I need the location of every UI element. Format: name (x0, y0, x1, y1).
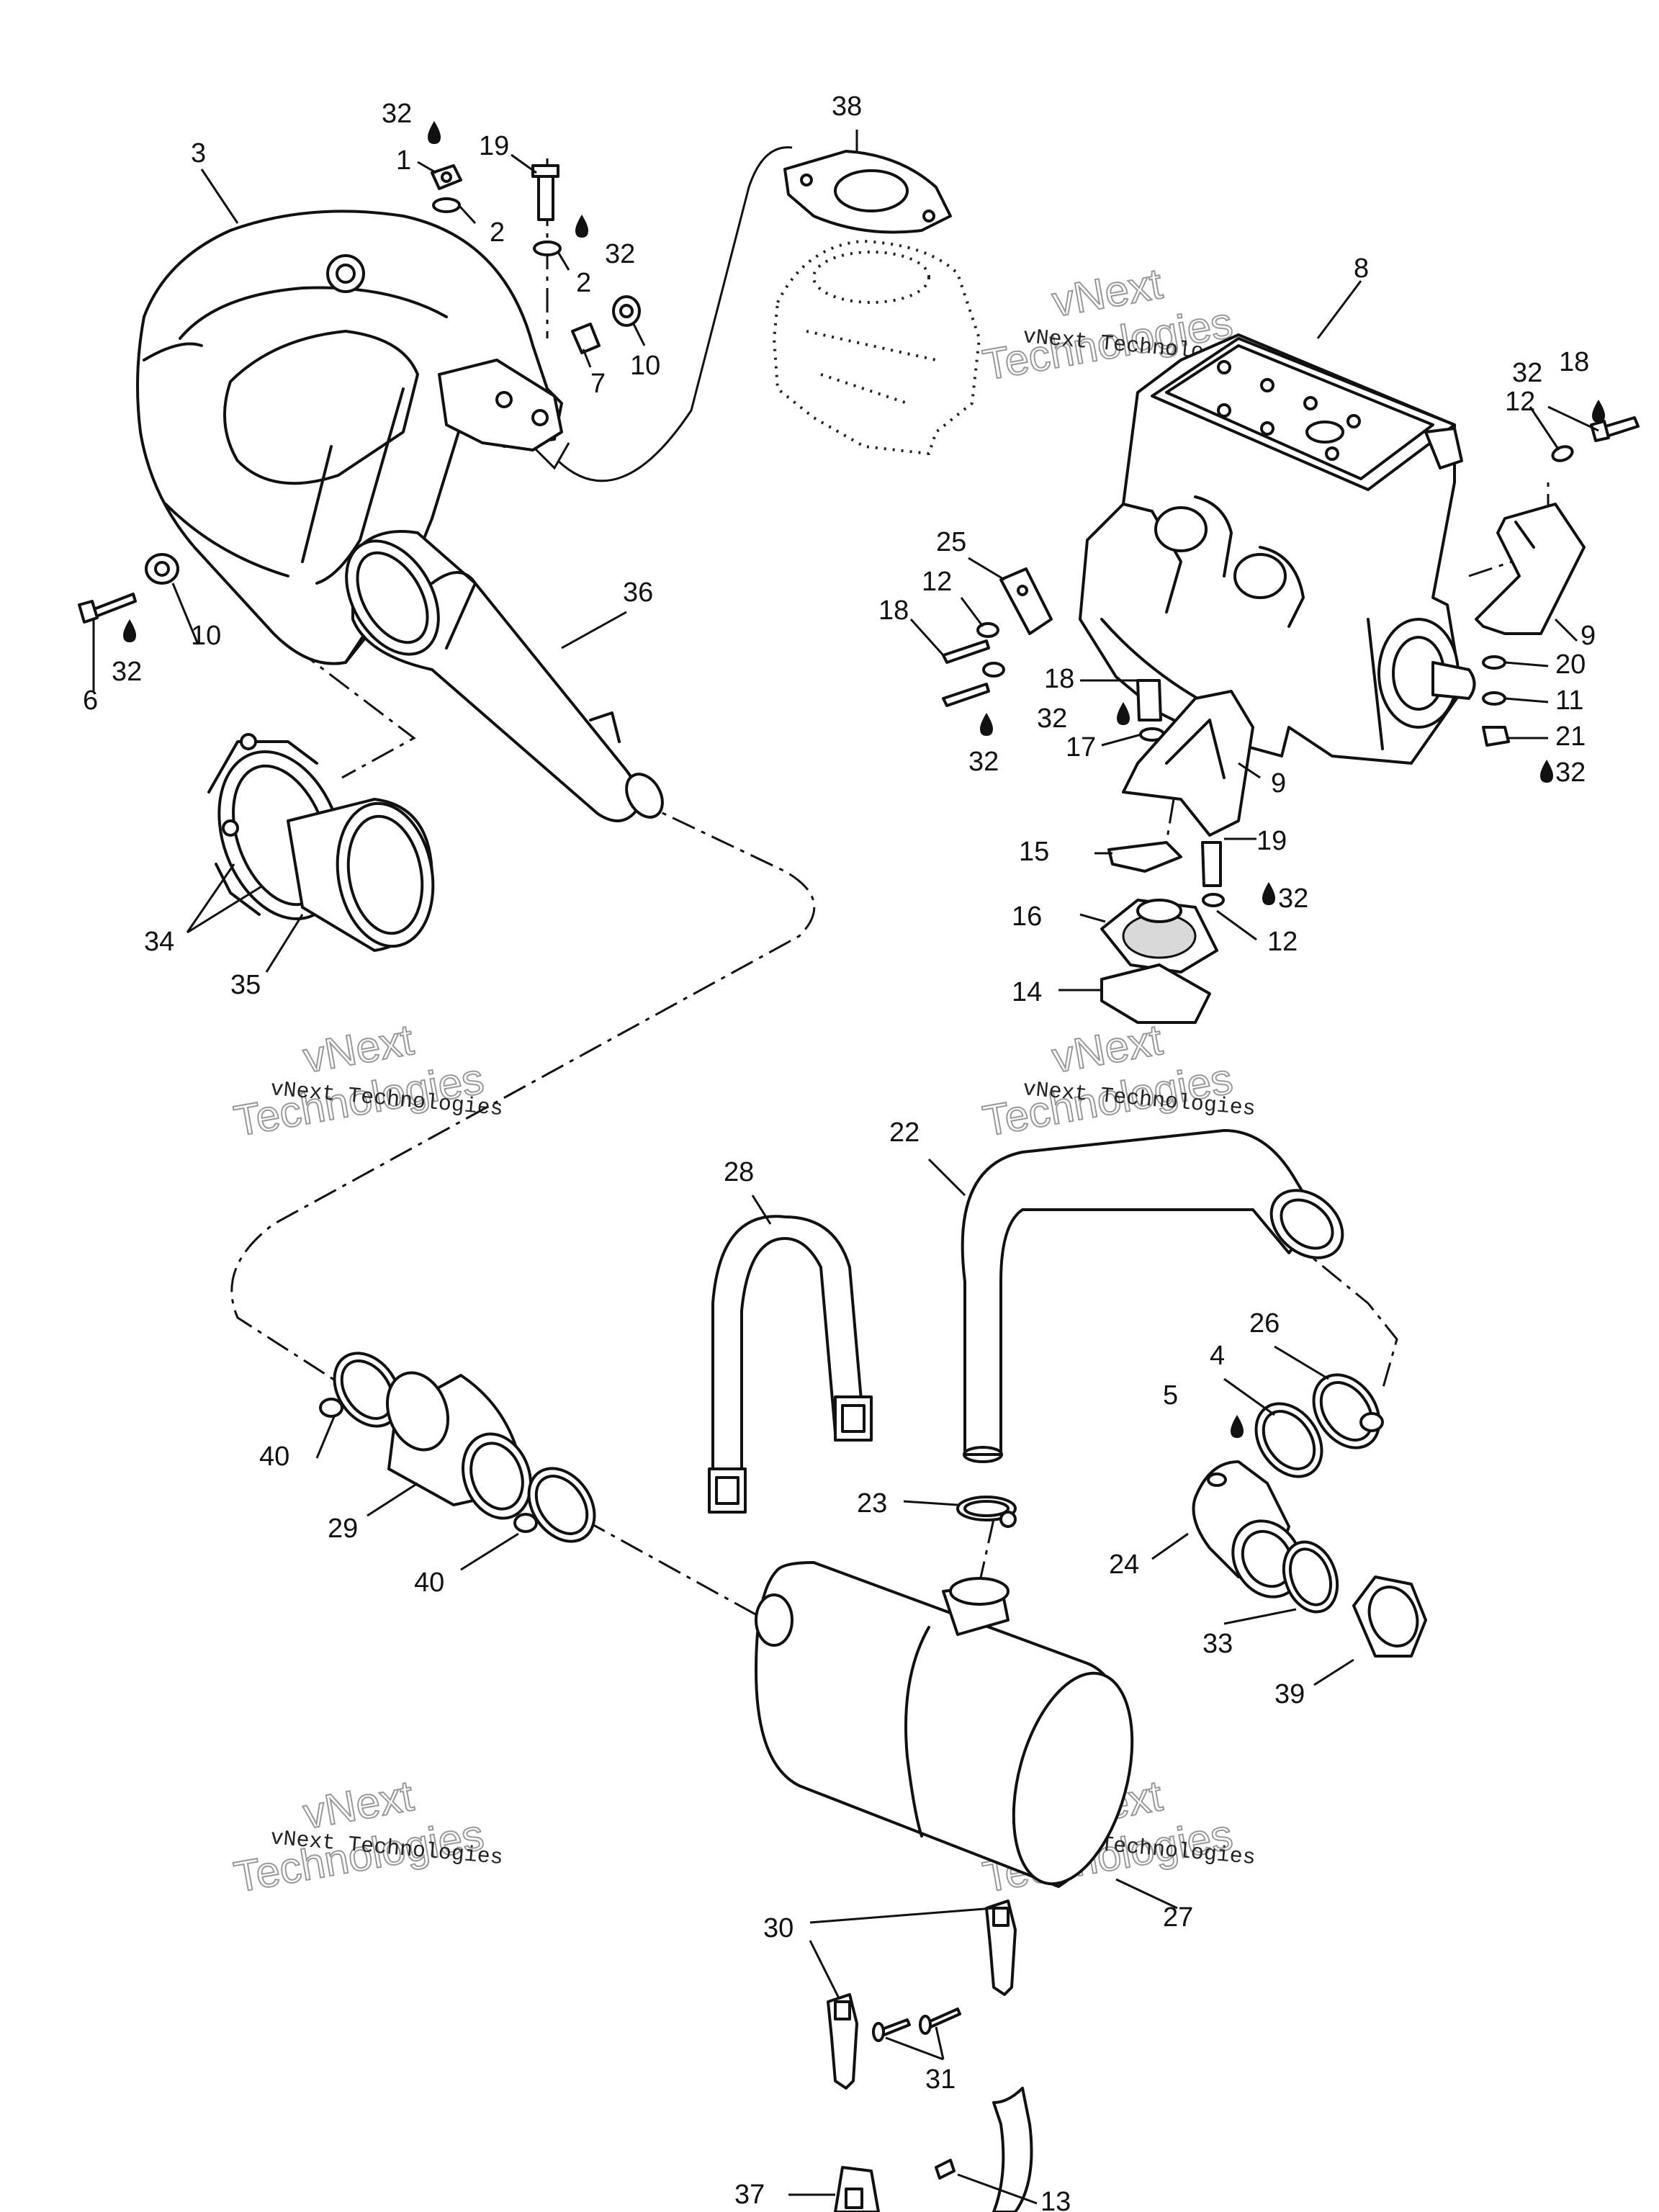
callout-7: 7 (590, 369, 606, 399)
droplet-icon (1117, 702, 1130, 725)
callout-40: 40 (259, 1442, 289, 1472)
callout-1: 1 (396, 145, 411, 176)
callout-17: 17 (1066, 732, 1096, 763)
callout-32: 32 (1555, 757, 1586, 788)
callout-labels: 32 3 1 19 2 32 2 7 10 36 10 32 6 38 8 18… (83, 91, 1596, 2212)
callout-9: 9 (1271, 768, 1286, 799)
ring-part-33 (1282, 1540, 1339, 1614)
callout-2: 2 (576, 268, 591, 298)
sleeve-part-35 (287, 798, 435, 952)
callout-leaders (92, 130, 1599, 2205)
callout-22: 22 (889, 1118, 920, 1148)
bracket-part-37 (834, 2166, 880, 2212)
callout-39: 39 (1274, 1679, 1305, 1709)
callout-35: 35 (230, 970, 261, 1000)
clamp-part-23 (956, 1496, 1017, 1528)
strap-part-13 (935, 2087, 1033, 2212)
callout-32: 32 (1278, 884, 1308, 914)
callout-10: 10 (191, 621, 221, 651)
callout-15: 15 (1019, 837, 1049, 867)
droplet-icon (1262, 882, 1275, 905)
callout-8: 8 (1354, 253, 1369, 284)
callout-18: 18 (1559, 347, 1589, 377)
droplet-icon (1540, 760, 1553, 783)
engine-part-8 (1079, 333, 1476, 765)
callout-11: 11 (1555, 685, 1583, 716)
callout-36: 36 (623, 577, 653, 608)
callout-26: 26 (1249, 1308, 1280, 1339)
callout-38: 38 (832, 91, 862, 122)
callout-6: 6 (83, 685, 98, 716)
callout-32: 32 (968, 747, 999, 777)
callout-19: 19 (479, 131, 509, 161)
exhaust-manifold-part-3 (136, 210, 563, 665)
droplet-icon (1231, 1415, 1244, 1438)
callout-34: 34 (144, 927, 174, 957)
callout-21: 21 (1555, 721, 1586, 752)
hardware-top-left (78, 164, 641, 624)
callout-32: 32 (605, 239, 635, 269)
bracket-part-30 (827, 1899, 1017, 2090)
droplet-icon (123, 619, 136, 642)
lubricant-droplets (123, 121, 1605, 1438)
droplet-icon (1592, 400, 1605, 423)
hose-clamp-part-40-upper (319, 1352, 402, 1428)
callout-40: 40 (414, 1568, 444, 1598)
callout-32: 32 (382, 99, 412, 129)
cylinder-outline-dotted (772, 239, 981, 456)
callout-18: 18 (878, 595, 909, 626)
droplet-icon (428, 121, 441, 144)
callout-12: 12 (922, 567, 952, 597)
callout-20: 20 (1555, 649, 1586, 680)
callout-5: 5 (1163, 1380, 1178, 1411)
callout-2: 2 (490, 217, 505, 248)
gasket-part-38 (783, 150, 952, 234)
tuned-pipe-part-36 (345, 530, 664, 822)
callout-31: 31 (925, 2064, 956, 2095)
callout-13: 13 (1040, 2187, 1071, 2212)
callout-32: 32 (112, 657, 142, 687)
callout-3: 3 (191, 138, 206, 168)
clamp-part-26 (1312, 1373, 1384, 1449)
hose-clamp-part-40-lower (513, 1467, 596, 1543)
callout-24: 24 (1109, 1550, 1139, 1580)
exhaust-hose-part-22 (961, 1129, 1344, 1463)
callout-12: 12 (1267, 927, 1298, 957)
callout-16: 16 (1012, 902, 1042, 932)
hose-part-29 (385, 1371, 533, 1520)
engine-mount-hardware-right (1475, 416, 1640, 747)
callout-28: 28 (724, 1157, 754, 1187)
callout-9: 9 (1581, 621, 1596, 651)
callout-23: 23 (857, 1488, 887, 1519)
callout-4: 4 (1210, 1341, 1225, 1371)
engine-mount-hardware-center (942, 567, 1254, 1024)
callout-10: 10 (630, 351, 660, 381)
callout-30: 30 (763, 1913, 793, 1943)
callout-27: 27 (1163, 1902, 1193, 1933)
rivet-part-31 (872, 2008, 961, 2042)
nut-part-39 (1352, 1575, 1427, 1658)
callout-37: 37 (734, 2180, 765, 2210)
callout-32: 32 (1512, 358, 1542, 388)
callout-32: 32 (1037, 703, 1067, 734)
callout-19: 19 (1256, 826, 1287, 856)
callout-33: 33 (1202, 1629, 1233, 1659)
callout-18: 18 (1044, 664, 1074, 694)
muffler-part-27 (755, 1561, 1134, 1888)
strap-part-28 (708, 1215, 873, 1514)
callout-14: 14 (1012, 977, 1042, 1007)
droplet-icon (575, 215, 588, 238)
droplet-icon (980, 713, 993, 736)
callout-12: 12 (1505, 387, 1535, 417)
callout-25: 25 (936, 527, 966, 557)
callout-29: 29 (328, 1514, 358, 1544)
